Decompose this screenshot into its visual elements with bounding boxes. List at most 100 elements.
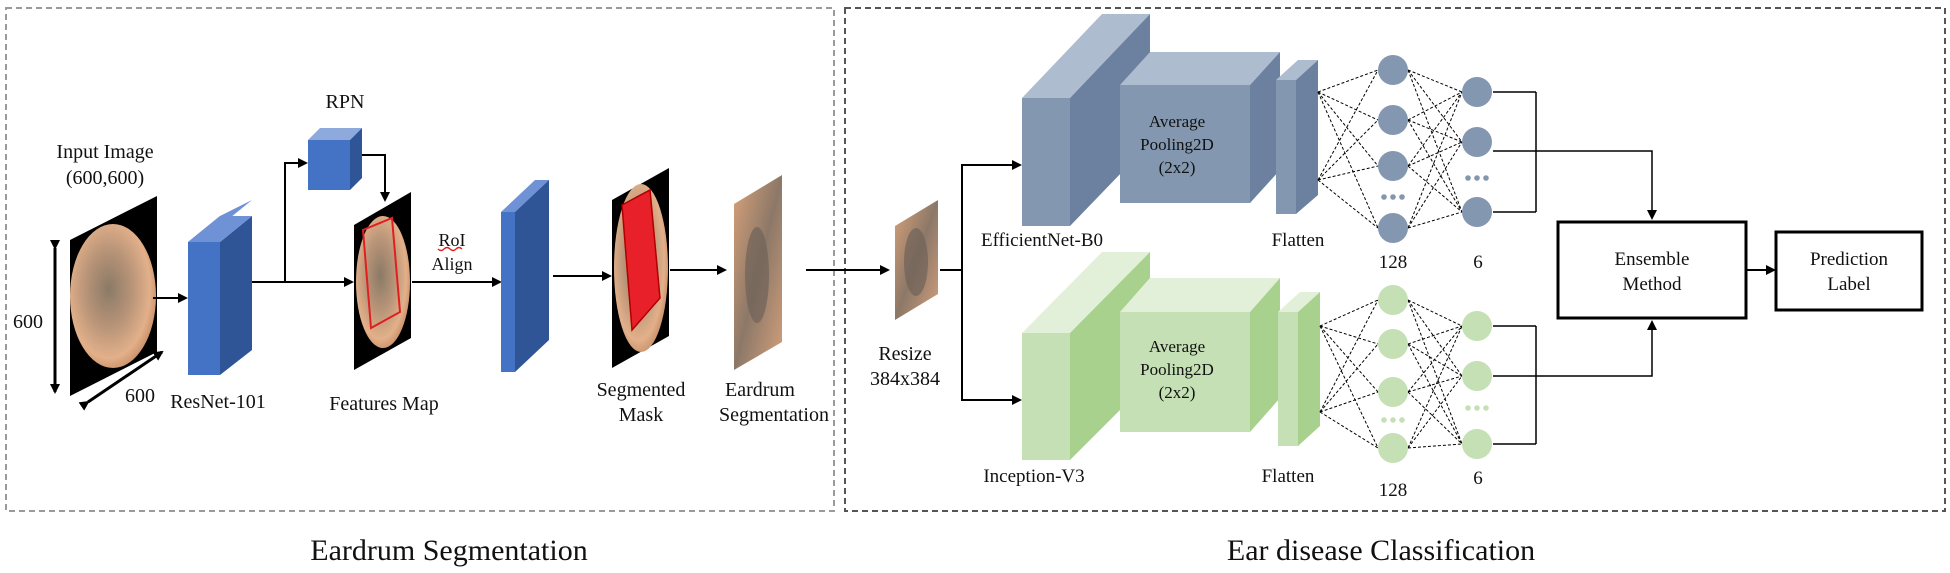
features-map-image [354, 192, 411, 370]
output-bottom-count: 6 [1473, 468, 1483, 489]
efficientnet-flatten-block [1276, 60, 1318, 214]
inc-dense-connection [1407, 343, 1463, 445]
resize-label-1: Resize [878, 343, 931, 365]
dim-arrow-depth [78, 350, 164, 411]
arrow-resize-inception [961, 270, 1022, 405]
inc-dense-connection [1407, 375, 1463, 393]
dim-depth-label: 600 [125, 385, 155, 407]
inception-flatten-block [1278, 292, 1320, 446]
eff-avgpool-label-1: Average [1149, 112, 1205, 131]
arrow-bottom-ensemble [1493, 320, 1657, 377]
dim-vertical-label: 600 [13, 311, 43, 333]
eff-dense-ellipsis-dot [1381, 194, 1387, 200]
efficientnet-dense-group [1317, 55, 1492, 243]
roi-label-1: RoI [439, 230, 466, 250]
inc-dense-neuron [1378, 433, 1408, 463]
eff-dense-connection [1317, 179, 1379, 229]
eff-dense-connection [1407, 165, 1463, 213]
inc-dense-connection [1319, 391, 1379, 413]
segmented-mask-image [612, 168, 669, 368]
efficientnet-avgpool-block [1120, 52, 1280, 203]
inc-dense-neuron [1378, 285, 1408, 315]
inc-dense-neuron [1378, 329, 1408, 359]
eff-flatten-label: Flatten [1272, 230, 1325, 251]
segmentation-panel [5, 7, 835, 512]
eardrum-segmentation-image [734, 175, 782, 370]
inc-dense-connection [1407, 325, 1463, 449]
inc-dense-connection [1407, 443, 1463, 449]
eff-avgpool-label-3: (2x2) [1159, 158, 1196, 177]
roi-label-2: Align [431, 254, 472, 274]
eff-dense-ellipsis-dot [1465, 175, 1471, 181]
eff-dense-neuron [1378, 55, 1408, 85]
inc-dense-ellipsis-dot [1381, 417, 1387, 423]
dense-top-count: 128 [1379, 252, 1408, 273]
inception-label: Inception-V3 [983, 466, 1084, 487]
arrow-top-ensemble [1493, 150, 1657, 220]
eff-dense-connection [1407, 69, 1463, 93]
prediction-box [1774, 230, 1924, 312]
inception-dense-group [1319, 285, 1492, 463]
inc-dense-output-neuron [1462, 361, 1492, 391]
inc-flatten-label: Flatten [1262, 466, 1315, 487]
input-image-label-2: (600,600) [66, 167, 144, 189]
arrow-resize-efficientnet [940, 160, 1022, 271]
arrow-rpn-features [362, 154, 390, 202]
inc-dense-output-neuron [1462, 429, 1492, 459]
classification-caption: Ear disease Classification [1227, 534, 1535, 567]
prediction-label-2: Label [1827, 274, 1870, 295]
inc-dense-ellipsis-dot [1399, 417, 1405, 423]
eff-dense-connection [1317, 165, 1379, 181]
eff-dense-connection [1317, 69, 1379, 181]
ensemble-label-2: Method [1622, 274, 1682, 295]
efficientnet-label: EfficientNet-B0 [981, 230, 1103, 251]
features-map-label: Features Map [329, 393, 438, 415]
resized-image [895, 200, 938, 320]
eff-dense-neuron [1378, 151, 1408, 181]
eff-dense-ellipsis-dot [1390, 194, 1396, 200]
inc-dense-output-neuron [1462, 311, 1492, 341]
inc-dense-connection [1407, 299, 1463, 327]
inc-dense-connection [1319, 325, 1379, 393]
inc-avgpool-label-2: Pooling2D [1140, 360, 1214, 379]
inc-dense-ellipsis-dot [1390, 417, 1396, 423]
eff-avgpool-label-2: Pooling2D [1140, 135, 1214, 154]
segmented-mask-label-1: Segmented [597, 379, 686, 401]
input-image-label-1: Input Image [56, 141, 153, 163]
eff-dense-ellipsis-dot [1399, 194, 1405, 200]
inc-dense-connection [1407, 299, 1463, 445]
inc-dense-connection [1407, 325, 1463, 393]
eff-dense-connection [1407, 119, 1463, 213]
resnet-block [188, 200, 252, 375]
inception-avgpool-block [1120, 278, 1280, 432]
inc-dense-connection [1319, 299, 1379, 327]
eff-dense-connection [1407, 211, 1463, 229]
rpn-label: RPN [326, 91, 365, 113]
inc-dense-neuron [1378, 377, 1408, 407]
ensemble-box [1556, 220, 1748, 320]
eff-dense-output-neuron [1462, 127, 1492, 157]
eff-dense-connection [1407, 91, 1463, 229]
eff-dense-connection [1317, 91, 1379, 167]
inc-dense-ellipsis-dot [1483, 405, 1489, 411]
inc-dense-connection [1319, 411, 1379, 449]
inc-dense-connection [1407, 391, 1463, 445]
roi-underline-squiggle [437, 246, 463, 252]
eff-dense-output-neuron [1462, 77, 1492, 107]
arrow-resnet-rpn [284, 158, 308, 282]
inc-dense-connection [1319, 325, 1379, 449]
dense-bottom-count: 128 [1379, 480, 1408, 501]
segmentation-caption: Eardrum Segmentation [310, 534, 587, 567]
eff-dense-ellipsis-dot [1474, 175, 1480, 181]
inc-dense-connection [1407, 325, 1463, 345]
inc-avgpool-label-1: Average [1149, 337, 1205, 356]
roi-block [501, 180, 549, 372]
inc-dense-connection [1407, 299, 1463, 377]
eff-dense-connection [1407, 91, 1463, 167]
classification-panel [844, 7, 1946, 512]
input-image [70, 196, 157, 396]
inc-dense-ellipsis-dot [1474, 405, 1480, 411]
inc-dense-ellipsis-dot [1465, 405, 1471, 411]
